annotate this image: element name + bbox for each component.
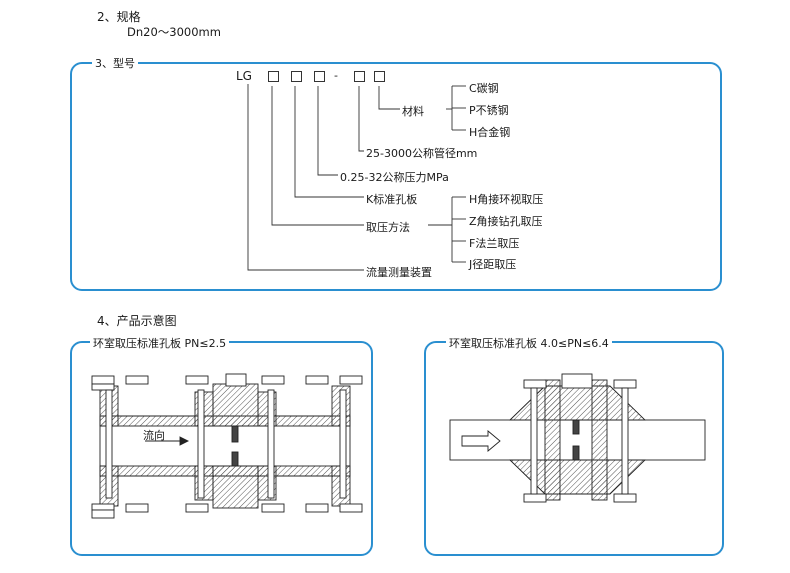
label-nominal-pressure: 0.25-32公称压力MPa [340, 171, 449, 184]
right-diagram-caption: 环室取压标准孔板 4.0≤PN≤6.4 [446, 335, 612, 351]
label-method-z: Z角接钻孔取压 [469, 215, 543, 228]
label-material: 材料 [402, 105, 424, 118]
left-diagram-caption: 环室取压标准孔板 PN≤2.5 [90, 335, 230, 351]
code-box-4 [354, 71, 365, 82]
diagram-heading: 4、产品示意图 [97, 314, 177, 328]
spec-value: Dn20～3000mm [127, 25, 221, 39]
model-prefix: LG [236, 69, 252, 83]
code-box-2 [291, 71, 302, 82]
label-method-h: H角接环视取压 [469, 193, 544, 206]
model-heading: 3、型号 [92, 55, 138, 71]
label-carbon-steel: C碳钢 [469, 82, 499, 95]
model-box [70, 62, 722, 291]
label-stainless-steel: P不锈钢 [469, 104, 509, 117]
label-nominal-diameter: 25-3000公称管径mm [366, 147, 478, 160]
code-dash: - [334, 69, 338, 82]
label-alloy-steel: H合金钢 [469, 126, 511, 139]
label-method-f: F法兰取压 [469, 237, 520, 250]
left-orifice-assembly [91, 373, 363, 519]
label-method-j: J径距取压 [469, 258, 517, 271]
right-orifice-assembly [449, 373, 706, 503]
label-standard-plate: K标准孔板 [366, 193, 418, 206]
spec-heading: 2、规格 [97, 10, 141, 24]
label-flow-device: 流量测量装置 [366, 266, 432, 279]
label-tapping-method: 取压方法 [366, 221, 410, 234]
code-box-5 [374, 71, 385, 82]
flow-direction-label: 流向 [143, 429, 165, 442]
code-box-3 [314, 71, 325, 82]
code-box-1 [268, 71, 279, 82]
